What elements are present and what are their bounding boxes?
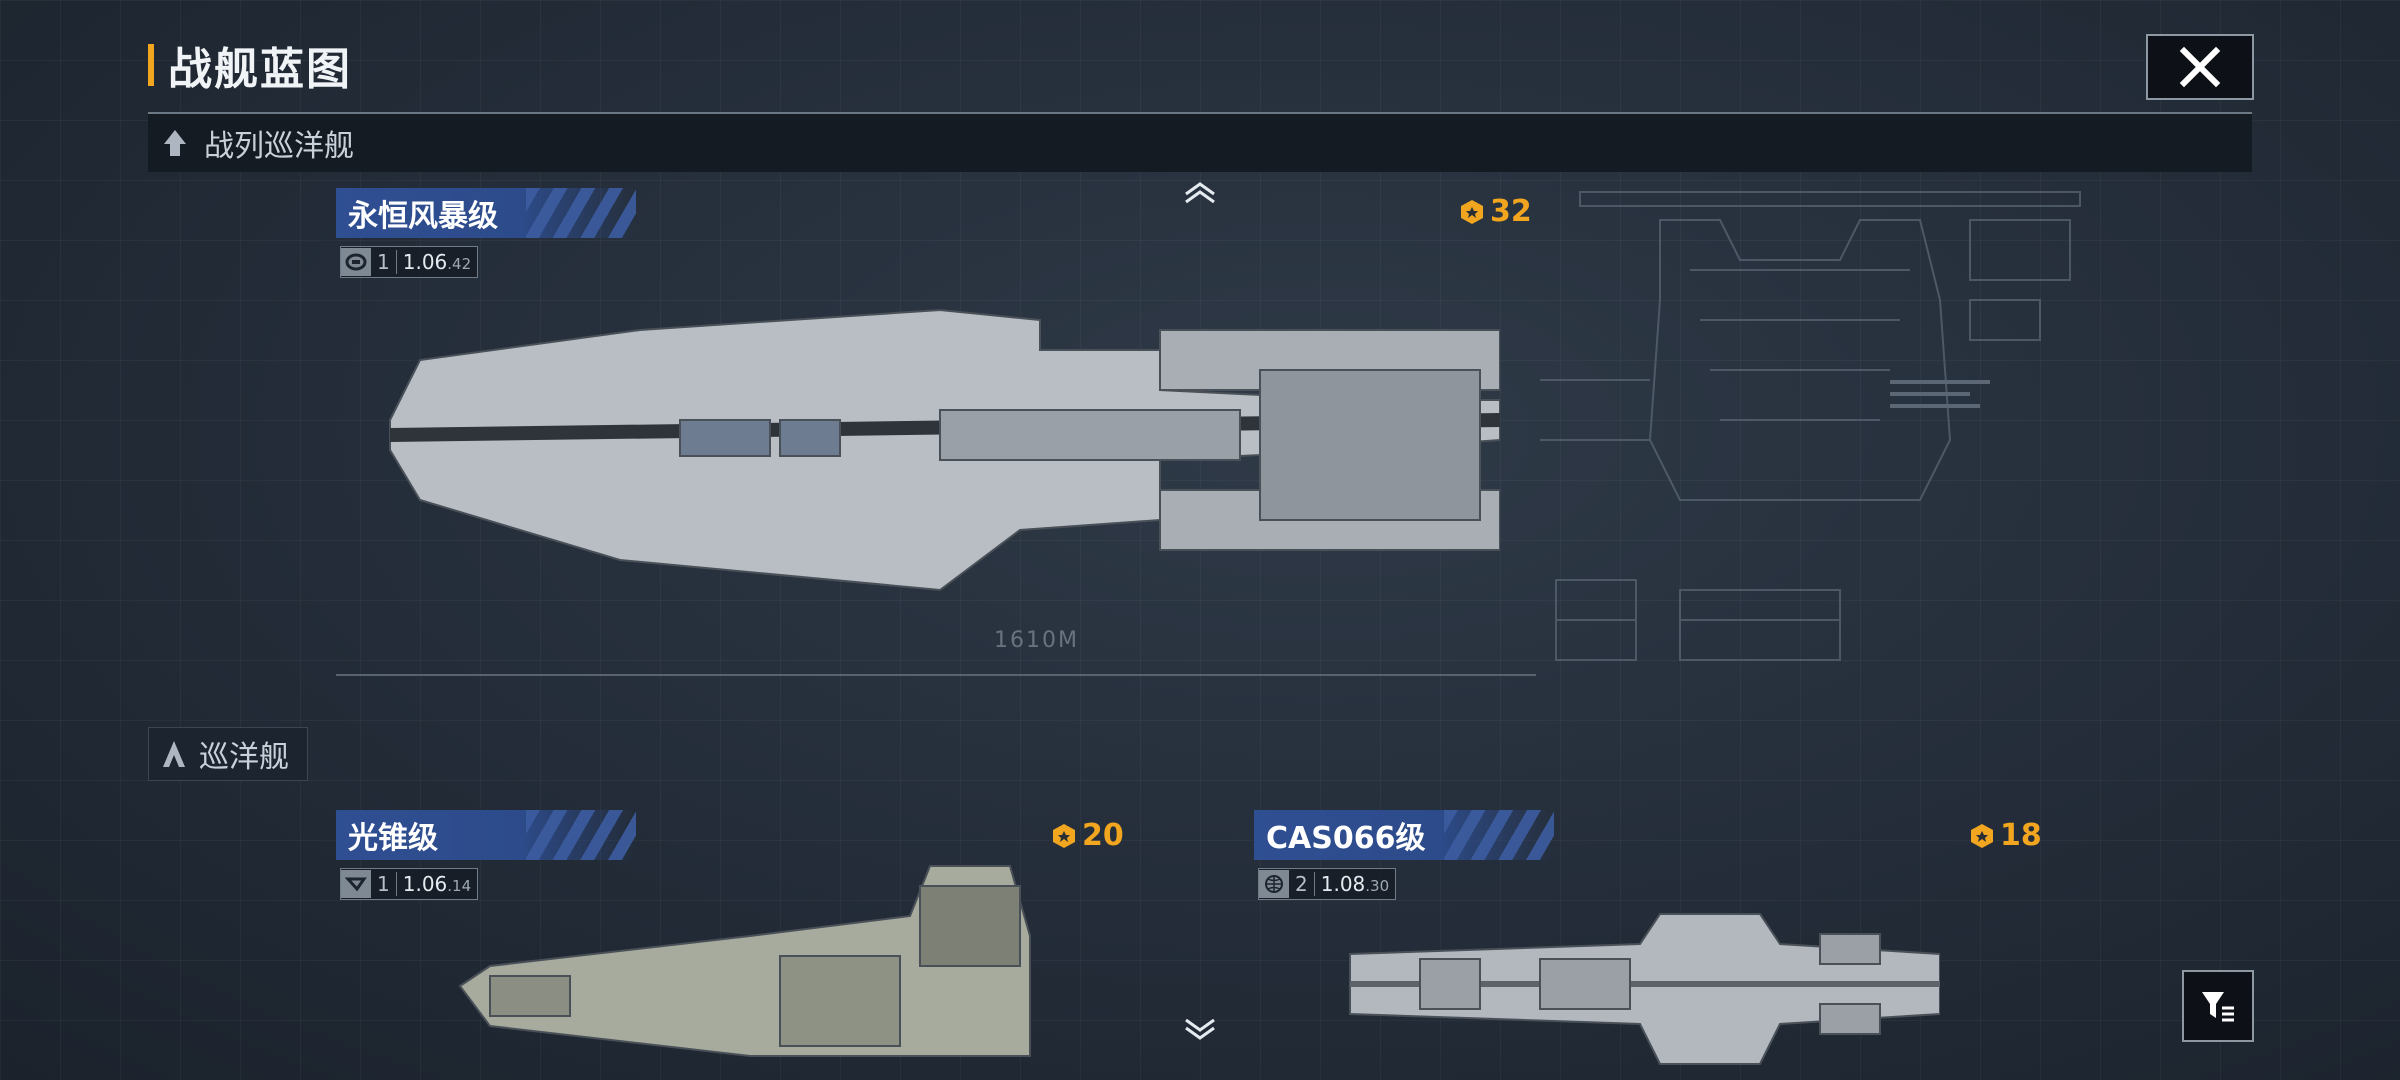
page-header: 战舰蓝图	[148, 40, 352, 95]
cost-value: 32	[1490, 194, 1532, 229]
name-tab-stripes	[526, 810, 636, 860]
ship-cost: 32	[1458, 194, 1532, 229]
faction-emblem-icon	[341, 870, 371, 898]
ship-name-tab: CAS066级	[1254, 810, 1554, 860]
section-label: 巡洋舰	[199, 740, 289, 775]
section-header-battlecruiser: 战列巡洋舰	[148, 114, 2252, 172]
filter-button[interactable]	[2182, 970, 2254, 1042]
cost-value: 20	[1082, 818, 1124, 853]
faction-emblem-icon	[341, 248, 371, 276]
close-button[interactable]	[2146, 34, 2254, 100]
blueprint-point-icon	[1461, 199, 1483, 224]
ship-stats: 1 1.06.14	[340, 868, 479, 900]
header-divider	[148, 112, 2252, 114]
ship-model-light-cone	[458, 865, 1031, 1057]
ship-name-tab: 光锥级	[336, 810, 636, 860]
scroll-up-button[interactable]	[1180, 178, 1220, 206]
name-tab-stripes	[1444, 810, 1554, 860]
ship-tier: 1	[371, 872, 397, 896]
blueprint-schematic	[1540, 191, 2081, 661]
ship-tier: 1	[371, 250, 397, 274]
filter-icon	[2202, 992, 2234, 1022]
ship-tier: 2	[1289, 872, 1315, 896]
blueprint-point-icon	[1971, 823, 1993, 848]
ship-name-tab: 永恒风暴级	[336, 188, 636, 238]
close-icon	[2179, 46, 2221, 88]
page-title: 战舰蓝图	[168, 44, 352, 95]
ship-version-sub: .30	[1365, 877, 1390, 895]
blueprint-point-icon	[1053, 823, 1075, 848]
section-header-cruiser: 巡洋舰	[148, 727, 308, 781]
ship-name: CAS066级	[1266, 821, 1426, 856]
scale-label: 1610M	[994, 628, 1079, 653]
ship-class-icon	[157, 737, 191, 771]
ship-name: 光锥级	[348, 821, 438, 856]
scroll-down-button[interactable]	[1180, 1016, 1220, 1044]
ship-model-cas066	[1349, 913, 1940, 1065]
chevron-up-icon	[1185, 182, 1215, 204]
ship-version: 1.06.14	[402, 872, 472, 896]
ship-model-eternal-storm	[389, 308, 1500, 592]
globe-icon	[1259, 870, 1289, 898]
chevron-down-icon	[1185, 1018, 1215, 1040]
name-tab-stripes	[526, 188, 636, 238]
ship-stats: 2 1.08.30	[1258, 868, 1397, 900]
ship-cost: 18	[1968, 818, 2042, 853]
section-label: 战列巡洋舰	[204, 129, 354, 164]
ship-name: 永恒风暴级	[348, 199, 498, 234]
ship-class-icon	[158, 126, 192, 160]
cost-value: 18	[2000, 818, 2042, 853]
ship-cost: 20	[1050, 818, 1124, 853]
scale-ruler	[336, 674, 1536, 676]
title-accent-bar	[148, 44, 154, 86]
ship-version: 1.08.30	[1320, 872, 1390, 896]
ship-stats: 1 1.06.42	[340, 246, 479, 278]
ship-version-sub: .14	[447, 877, 472, 895]
ship-version: 1.06.42	[402, 250, 472, 274]
ship-version-sub: .42	[447, 255, 472, 273]
